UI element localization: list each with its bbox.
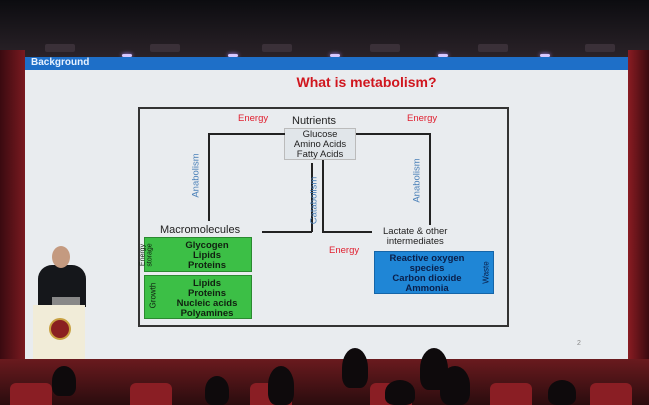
- metabolism-diagram: [138, 107, 509, 327]
- podium-seal: [49, 318, 71, 340]
- stage-light: [150, 44, 180, 52]
- lactate-line: intermediates: [386, 236, 444, 247]
- energy-label: Energy: [329, 245, 360, 256]
- waste-item: Ammonia: [405, 283, 449, 294]
- seat: [130, 383, 172, 405]
- waste-item: species: [409, 263, 445, 274]
- curtain-right: [628, 50, 649, 370]
- audience-head: [205, 376, 229, 405]
- speaker-head: [52, 246, 70, 268]
- storage-item: Proteins: [187, 260, 226, 271]
- audience-area: [0, 359, 649, 405]
- storage-item: Lipids: [193, 250, 221, 261]
- waste-label: Waste: [481, 261, 491, 284]
- led-light: [540, 54, 550, 57]
- growth-label: Growth: [148, 282, 158, 309]
- nutrients-box: Glucose Amino Acids Fatty Acids: [284, 128, 356, 160]
- arrow-line: [262, 231, 312, 233]
- growth-box: Lipids Proteins Nucleic acids Polyamines: [144, 275, 252, 319]
- energy-label: Energy: [238, 113, 269, 124]
- page-number: 2: [577, 340, 581, 347]
- catabolism-label: Catabolism: [308, 176, 320, 225]
- audience-head: [548, 380, 576, 405]
- seat: [10, 383, 52, 405]
- growth-item: Polyamines: [180, 308, 234, 319]
- slide-title: What is metabolism?: [296, 74, 437, 90]
- stage-light: [585, 44, 615, 52]
- energy-storage-label: Energy storage: [140, 243, 154, 266]
- energy-storage-box: Glycogen Lipids Proteins: [144, 237, 252, 272]
- audience-head: [342, 348, 368, 388]
- nutrients-title: Nutrients: [292, 115, 337, 127]
- led-light: [228, 54, 238, 57]
- arrow-line: [208, 133, 285, 135]
- slide-header: Background: [31, 57, 90, 68]
- curtain-left: [0, 50, 25, 370]
- audience-head: [440, 366, 470, 405]
- growth-item: Lipids: [193, 278, 221, 289]
- anabolism-label: Anabolism: [411, 158, 423, 203]
- led-light: [330, 54, 340, 57]
- stage-light: [478, 44, 508, 52]
- anabolism-arrow: [429, 133, 431, 225]
- growth-item: Nucleic acids: [176, 298, 238, 309]
- energy-label: Energy: [407, 113, 438, 124]
- audience-head: [52, 366, 76, 396]
- stage-light: [45, 44, 75, 52]
- anabolism-arrow: [208, 133, 210, 221]
- seat: [590, 383, 632, 405]
- led-light: [122, 54, 132, 57]
- growth-item: Proteins: [187, 288, 226, 299]
- waste-item: Carbon dioxide: [392, 273, 462, 284]
- nutrient: Amino Acids: [293, 139, 347, 150]
- storage-item: Glycogen: [185, 240, 229, 251]
- stage-light: [262, 44, 292, 52]
- macromolecules-label: Macromolecules: [160, 224, 241, 236]
- seat: [490, 383, 532, 405]
- audience-head: [385, 380, 415, 405]
- ceiling: [0, 0, 649, 57]
- arrow-line: [322, 231, 372, 233]
- waste-item: Reactive oxygen: [389, 253, 465, 264]
- anabolism-label: Anabolism: [190, 153, 202, 198]
- waste-box: Reactive oxygen species Carbon dioxide A…: [374, 251, 494, 294]
- stage-light: [370, 44, 400, 52]
- label-line: storage: [146, 243, 154, 267]
- label-line: Energy: [139, 243, 147, 267]
- lactate-line: Lactate & other: [383, 226, 448, 237]
- led-light: [438, 54, 448, 57]
- audience-head: [268, 366, 294, 405]
- lactate-label: Lactate & other intermediates: [383, 227, 447, 247]
- slide-header-bar: Background: [25, 57, 628, 70]
- nutrient: Fatty Acids: [296, 149, 344, 160]
- nutrient: Glucose: [302, 129, 338, 140]
- catabolism-arrow: [311, 163, 313, 232]
- arrow-line: [322, 160, 324, 232]
- laptop: [52, 297, 80, 306]
- arrow-line: [356, 133, 430, 135]
